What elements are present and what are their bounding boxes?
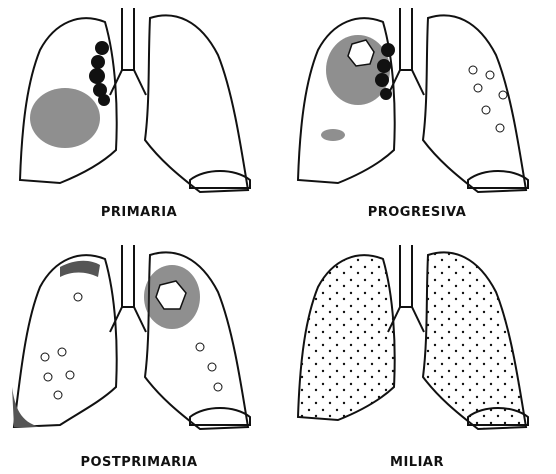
trachea [110, 8, 146, 95]
caption-miliar: MILIAR [278, 455, 556, 470]
consolidation-focus [30, 88, 100, 148]
trachea [388, 245, 424, 332]
panel-postprimaria: POSTPRIMARIA [0, 237, 278, 474]
trachea [110, 245, 146, 332]
caption-progresiva: PROGRESIVA [278, 205, 556, 220]
caption-postprimaria: POSTPRIMARIA [0, 455, 278, 470]
panel-primaria: PRIMARIA [0, 0, 278, 237]
left-lung-outline [423, 15, 526, 192]
apical-pleural-thickening [60, 261, 100, 277]
panel-progresiva: PROGRESIVA [278, 0, 556, 237]
diaphragm-left [190, 171, 250, 188]
lungs-outline [14, 245, 250, 429]
left-lung-outline [145, 15, 248, 192]
right-lung-outline [14, 255, 117, 427]
panel-miliar: MILIAR [278, 237, 556, 474]
lungs-outline [298, 8, 528, 192]
hilar-nodes [89, 41, 110, 106]
diaphragm-left [468, 171, 528, 188]
caption-primaria: PRIMARIA [0, 205, 278, 220]
lungs-postprimaria [0, 237, 278, 474]
lungs-miliar [278, 237, 556, 474]
lungs-progresiva [278, 0, 556, 237]
diaphragm-left [190, 408, 250, 425]
contralateral-nodules [469, 66, 507, 132]
right-lung-dots [298, 255, 395, 420]
pleural-effusion [12, 387, 40, 427]
lungs-primaria [0, 0, 278, 237]
